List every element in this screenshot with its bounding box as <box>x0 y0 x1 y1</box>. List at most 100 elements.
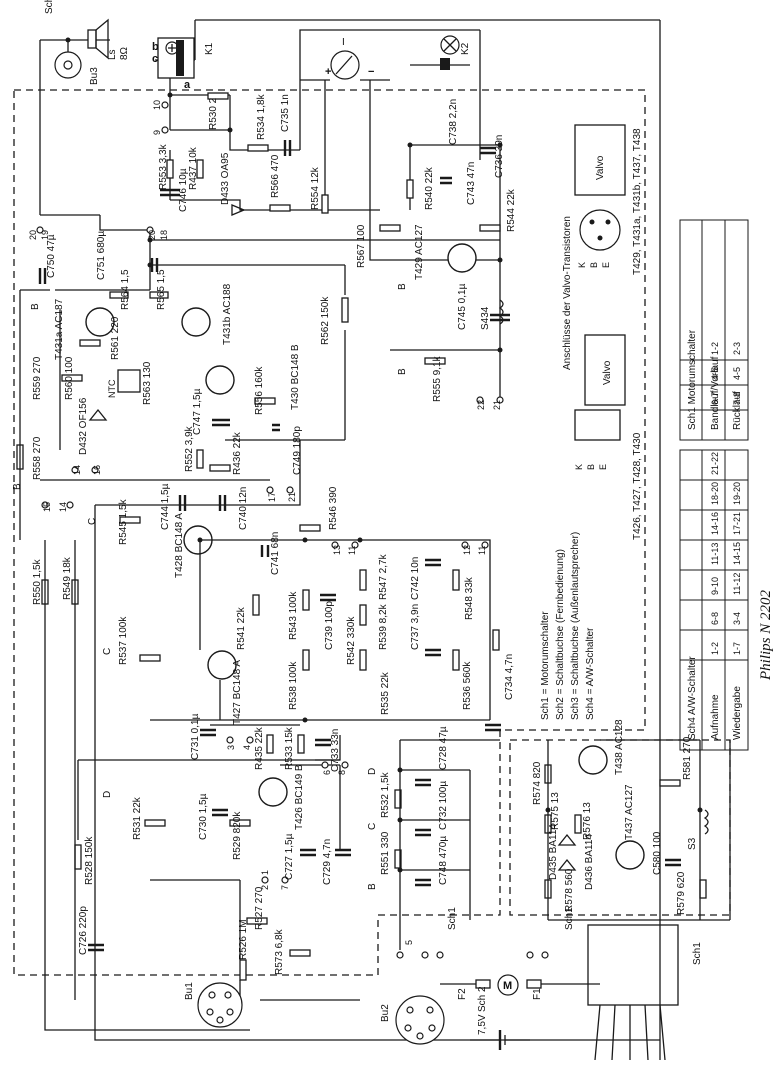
label-c733: C733 33n <box>330 729 341 772</box>
table-sch4-row2-c3: 11-12 <box>732 573 742 595</box>
battery <box>470 1030 530 1050</box>
label-r535: R535 22k <box>380 671 391 715</box>
label-t431a: T431a AC187 <box>54 298 65 360</box>
label-r551: R551 330 <box>380 831 391 875</box>
label-r574: R574 820 <box>532 761 543 805</box>
table-sch1-row2-c1: 2-3 <box>732 342 742 355</box>
table-sch4: Sch4 A/W-Schalter Aufnahme 1-2 6-8 9-10 … <box>679 449 749 751</box>
label-c580: C580 100 <box>652 831 663 875</box>
resistors <box>16 92 707 981</box>
table-sch4-row1-c7: 21-22 <box>710 452 720 475</box>
label-c736: C736 39n <box>494 135 505 178</box>
label-r547: R547 2,7k <box>378 553 389 600</box>
label-k1-c: c <box>152 53 158 65</box>
label-s434: S434 <box>480 306 491 330</box>
label-ls-impedance: 8Ω <box>119 46 130 60</box>
term-17: 17 <box>267 492 277 502</box>
label-t438: T438 AC128 <box>614 719 625 775</box>
label-r533: R533 15k <box>284 726 295 770</box>
label-r544: R544 22k <box>506 188 517 232</box>
label-c730: C730 1,5µ <box>198 793 209 840</box>
label-r548: R548 33k <box>464 576 475 620</box>
label-t426: T426 BC149 B <box>294 764 305 830</box>
term-4: 4 <box>242 745 252 750</box>
label-r581: R581 270 <box>682 736 693 780</box>
terminal-labels: 10 9 20 19 20 18 14 16 17 21 15 14 13 11… <box>28 100 502 945</box>
label-c744: C744 1,5µ <box>160 483 171 530</box>
table-sch1-row1-name: Bandlauf/Vorlauf <box>710 356 721 430</box>
switch-legend: Sch1 = Motorumschalter Sch2 = Schaltbuch… <box>540 532 596 720</box>
valvo-pinout: Anschlüsse der Valvo-Transistoren Valvo … <box>562 124 643 540</box>
label-r553: R553 3,3k <box>158 143 169 190</box>
label-t429: T429 AC127 <box>414 224 425 280</box>
term-7: 7 <box>280 885 290 890</box>
label-r554: R554 12k <box>310 166 321 210</box>
component-labels: R530 2 R534 1,8k C735 1n C738 2,2n C736 … <box>32 93 698 975</box>
label-rail-c-1: C <box>87 518 98 525</box>
label-r549: R549 18k <box>62 556 73 600</box>
label-c731: C731 0,1µ <box>190 713 201 760</box>
label-sch1-a: Sch1 <box>564 907 575 930</box>
valvo-brand-2: Valvo <box>602 360 613 385</box>
table-sch4-header: Sch4 A/W-Schalter <box>687 656 698 740</box>
table-sch1-row2-c2: 4-5 <box>732 367 742 380</box>
label-r536: R536 560k <box>462 661 473 710</box>
brand-title: Philips N 2202 <box>758 589 774 681</box>
label-r542: R542 330k <box>346 616 357 665</box>
label-c737: C737 3,9n <box>410 604 421 650</box>
label-r573: R573 6,8k <box>274 928 285 975</box>
label-r531: R531 22k <box>132 796 143 840</box>
label-s3: S3 <box>687 837 698 850</box>
valvo-pin2-b: B <box>586 464 596 470</box>
legend-sch1: Sch1 = Motorumschalter <box>540 611 551 720</box>
label-r527: R527 270 <box>254 886 265 930</box>
label-c735: C735 1n <box>280 94 291 132</box>
label-r437: R437 10k <box>188 146 199 190</box>
valvo-pin2-e: E <box>598 464 608 470</box>
label-c739: C739 100p <box>324 601 335 650</box>
label-r565: R565 1,5 <box>156 269 167 310</box>
term-1: 1 <box>260 870 270 875</box>
table-sch4-row1-name: Aufnahme <box>710 694 721 740</box>
term-19: 19 <box>40 230 50 240</box>
table-sch4-row1-c6: 18-20 <box>710 482 720 505</box>
label-c727: C727 1,5µ <box>284 833 295 880</box>
table-sch4-row1-c4: 11-13 <box>710 543 720 565</box>
label-sch1-b: Sch1 <box>447 907 458 930</box>
table-sch1-row2-c3: 7-8 <box>732 392 742 405</box>
coils <box>498 299 709 835</box>
label-rail-b-3: B <box>397 283 408 290</box>
term-12: 12 <box>462 545 472 555</box>
label-t437: T437 AC127 <box>624 784 635 840</box>
label-r576: R576 13 <box>582 802 593 840</box>
label-r543: R543 100k <box>288 591 299 640</box>
table-sch1-header: Sch1 Motorumschalter <box>687 329 698 430</box>
label-r552: R552 3,9k <box>184 425 195 472</box>
label-d435: D435 BA114 <box>548 824 559 880</box>
label-c747: C747 1,5µ <box>192 388 203 435</box>
label-r564: R564 1,5 <box>120 269 131 310</box>
label-c734: C734 4,7n <box>504 654 515 700</box>
label-d436: D436 BA114 <box>584 834 595 890</box>
label-c741: C741 68n <box>270 532 281 575</box>
term-3: 3 <box>226 745 236 750</box>
label-c732: C732 100µ <box>438 781 449 830</box>
term-5: 5 <box>404 940 414 945</box>
label-f1: F1 <box>532 988 543 1000</box>
label-f2: F2 <box>457 988 468 1000</box>
jack-bu3 <box>54 37 82 79</box>
jack-bu1 <box>197 982 243 1028</box>
valvo-title: Anschlüsse der Valvo-Transistoren <box>562 216 573 370</box>
label-r534: R534 1,8k <box>256 93 267 140</box>
label-r578: R578 560 <box>564 868 575 912</box>
label-r563: R563 130 <box>142 361 153 405</box>
speaker-ls <box>87 18 109 60</box>
motor-m <box>440 974 600 996</box>
switch-sch1-block <box>587 924 679 1061</box>
label-ls: Ls <box>107 49 118 60</box>
table-sch4-row1-c5: 14-16 <box>710 512 720 535</box>
label-d433: D433 OA95 <box>220 152 231 205</box>
label-motor: M <box>503 980 512 992</box>
legend-sch4: Sch4 = A/W-Schalter <box>585 627 596 720</box>
label-bu3: Bu3 <box>89 67 100 85</box>
